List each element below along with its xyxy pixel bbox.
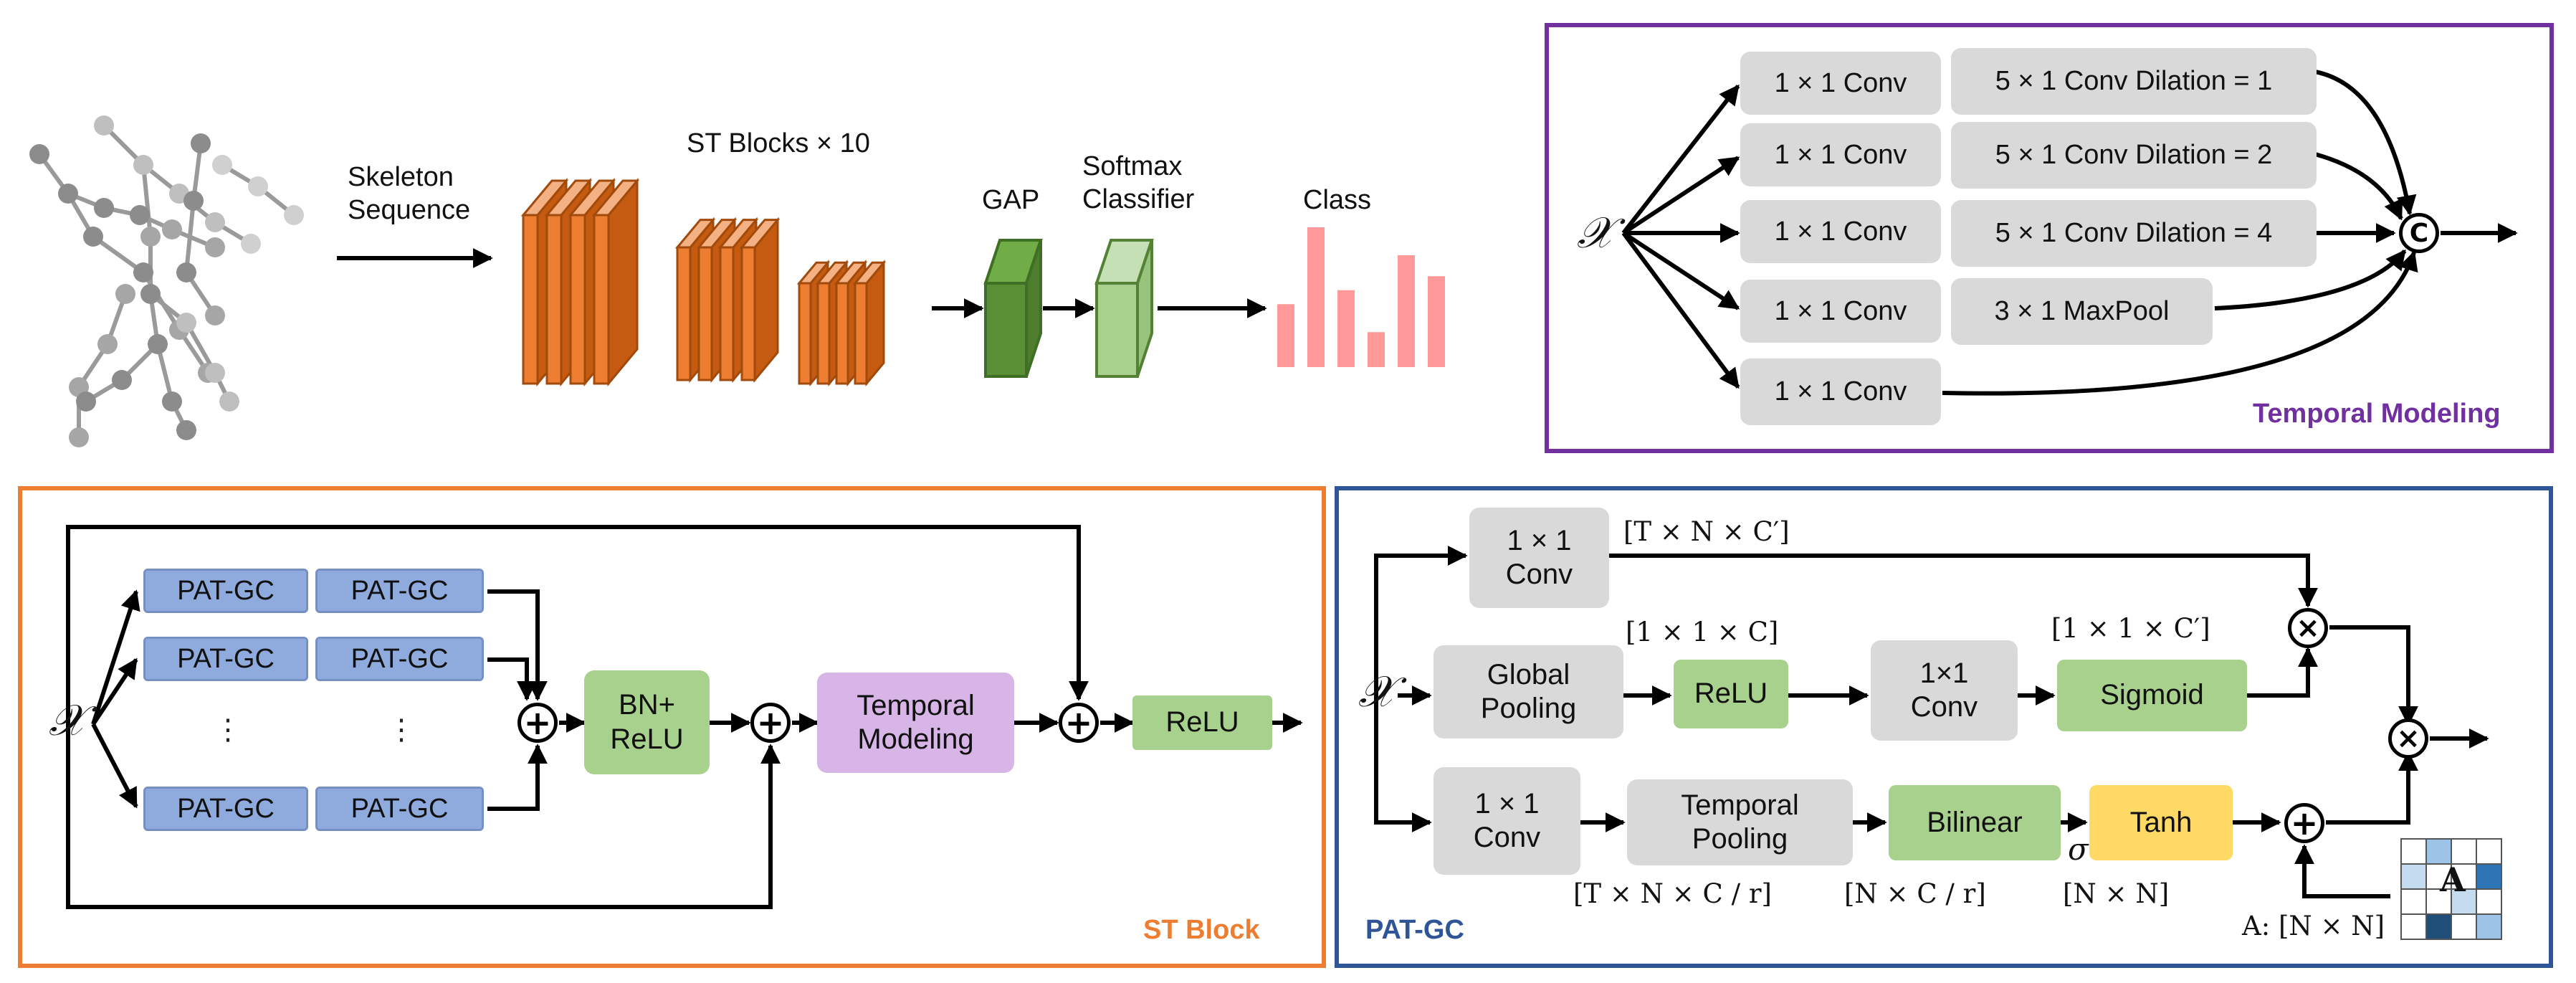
st-block-slab — [739, 217, 781, 384]
temporal-modeling-frame — [1545, 23, 2554, 453]
pat-gc-frame — [1335, 486, 2553, 968]
dim-n-c-r: [N × C / r] — [1844, 878, 1986, 909]
class-bar-chart — [1277, 227, 1445, 367]
temporal-pooling-box: Temporal Pooling — [1627, 779, 1853, 865]
sigma-label: σ — [2068, 832, 2089, 867]
st-block-slab — [591, 177, 640, 387]
pat-gc-1a: PAT-GC — [143, 569, 308, 613]
pat-gc-ellipsis-1: ⋮ — [214, 713, 242, 746]
class-bar — [1277, 304, 1294, 367]
pat-gc-na: PAT-GC — [143, 787, 308, 831]
pat-gc-conv-top: 1 × 1 Conv — [1469, 508, 1609, 608]
st-block-slab — [796, 260, 831, 387]
st-input-symbol: 𝒳 — [49, 695, 86, 746]
global-pooling-box: Global Pooling — [1434, 645, 1623, 739]
dim-1-1-c: [1 × 1 × C] — [1626, 617, 1779, 647]
temporal-conv-5: 1 × 1 Conv — [1740, 358, 1941, 425]
adjacency-matrix — [2400, 838, 2502, 940]
pat-gc-nb: PAT-GC — [315, 787, 484, 831]
softmax-classifier-label: Softmax Classifier — [1082, 151, 1195, 214]
adjacency-cell — [2476, 863, 2502, 890]
class-bar — [1368, 332, 1385, 367]
pat-gc-conv-mid: 1×1 Conv — [1871, 640, 2018, 741]
adjacency-cell — [2400, 913, 2427, 940]
temporal-dilated-conv-4: 5 × 1 Conv Dilation = 4 — [1951, 200, 2317, 267]
temporal-input-symbol: 𝒳 — [1577, 208, 1614, 258]
temporal-conv-3: 1 × 1 Conv — [1740, 200, 1941, 263]
pat-gc-1b: PAT-GC — [315, 569, 484, 613]
dim-t-n-c-r: [T × N × C / r] — [1573, 878, 1772, 909]
relu-box: ReLU — [1132, 695, 1272, 750]
gap-label: GAP — [982, 185, 1040, 215]
adjacency-cell — [2451, 838, 2477, 865]
st-sum-3-icon: + — [1059, 703, 1099, 743]
pat-gc-ellipsis-2: ⋮ — [387, 713, 416, 746]
adjacency-symbol: A — [2440, 860, 2466, 899]
adjacency-cell — [2476, 913, 2502, 940]
temporal-dilated-conv-2: 5 × 1 Conv Dilation = 2 — [1951, 122, 2317, 189]
pat-gc-input-symbol: 𝒳 — [1358, 667, 1396, 717]
bn-relu-box: BN+ ReLU — [584, 670, 710, 774]
temporal-connectors — [1621, 70, 2518, 396]
pat-gc-2a: PAT-GC — [143, 637, 308, 681]
dim-n-n: [N × N] — [2063, 878, 2170, 909]
pat-gc-sum-icon: + — [2284, 803, 2324, 843]
tanh-box: Tanh — [2089, 785, 2233, 860]
dim-1-1-cprime: [1 × 1 × C′] — [2051, 613, 2210, 644]
adjacency-cell — [2451, 863, 2477, 890]
temporal-maxpool: 3 × 1 MaxPool — [1951, 278, 2213, 345]
adjacency-cell — [2451, 913, 2477, 940]
st-block-frame — [18, 486, 1326, 968]
st-sum-1-icon: + — [517, 703, 558, 743]
skeleton-joints — [29, 115, 304, 447]
temporal-conv-2: 1 × 1 Conv — [1740, 123, 1941, 186]
multiply-1-icon: × — [2288, 608, 2328, 648]
class-bar — [1428, 276, 1445, 367]
adjacency-label: A: [N × N] — [2242, 911, 2385, 941]
pat-gc-conv-bottom: 1 × 1 Conv — [1434, 767, 1580, 875]
bilinear-box: Bilinear — [1889, 785, 2061, 860]
st-blocks-stack — [520, 177, 887, 387]
dim-t-n-cprime: [T × N × C′] — [1623, 516, 1790, 547]
class-label: Class — [1303, 185, 1372, 215]
st-blocks-label: ST Blocks × 10 — [687, 128, 870, 158]
temporal-modeling-box: Temporal Modeling — [817, 673, 1014, 773]
pat-gc-title: PAT-GC — [1365, 915, 1464, 945]
st-block-connectors — [66, 525, 1303, 909]
class-bar — [1307, 227, 1325, 367]
st-sum-2-icon: + — [750, 703, 791, 743]
temporal-conv-1: 1 × 1 Conv — [1740, 52, 1941, 115]
temporal-modeling-title: Temporal Modeling — [2253, 399, 2501, 429]
class-bar — [1337, 290, 1355, 367]
temporal-conv-4: 1 × 1 Conv — [1740, 280, 1941, 343]
concat-icon: C — [2399, 213, 2439, 253]
st-block-slab — [852, 260, 887, 387]
pat-gc-connectors — [1374, 546, 2489, 898]
adjacency-cell — [2425, 863, 2452, 890]
adjacency-cell — [2476, 838, 2502, 865]
class-bar — [1398, 255, 1415, 367]
pat-gc-relu-box: ReLU — [1674, 660, 1788, 728]
temporal-dilated-conv-1: 5 × 1 Conv Dilation = 1 — [1951, 48, 2317, 115]
skeleton-sequence-label: Skeleton Sequence — [348, 162, 471, 225]
multiply-2-icon: × — [2388, 718, 2428, 759]
st-block-title: ST Block — [1143, 915, 1260, 945]
classifier-slab-front — [1095, 282, 1139, 378]
sigmoid-box: Sigmoid — [2057, 660, 2247, 731]
gap-slab-front — [984, 282, 1028, 378]
pat-gc-2b: PAT-GC — [315, 637, 484, 681]
